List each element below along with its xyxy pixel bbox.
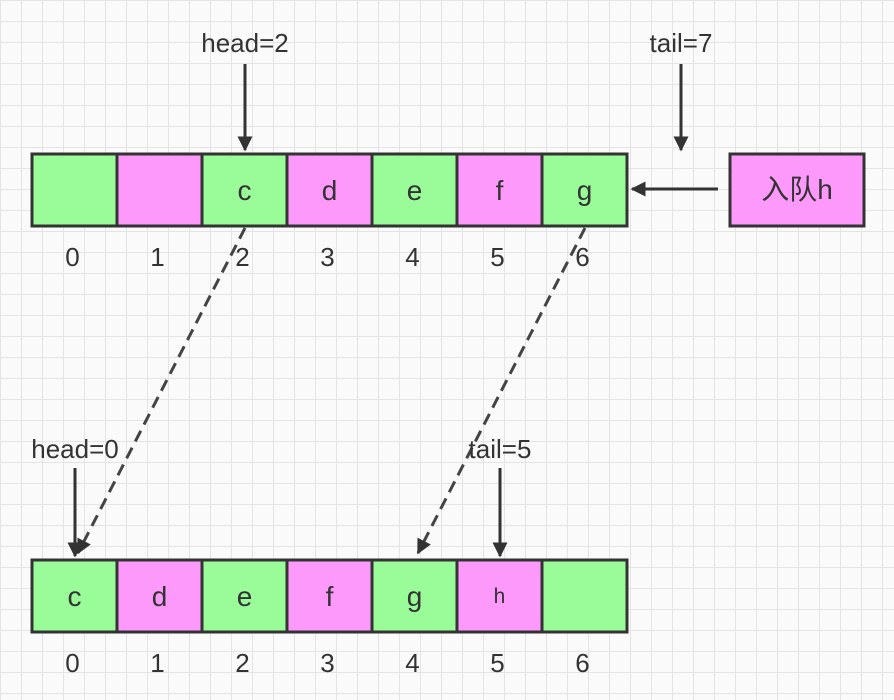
bottom-cell-value-0: c bbox=[68, 581, 82, 612]
bottom-index-4: 4 bbox=[405, 648, 419, 678]
top-index-5: 5 bbox=[490, 242, 504, 272]
copy-arrow-g bbox=[416, 227, 587, 555]
enqueue-label: 入队h bbox=[761, 174, 833, 205]
copy-arrow-c bbox=[76, 227, 247, 555]
top-head-label: head=2 bbox=[201, 28, 288, 58]
bottom-index-0: 0 bbox=[65, 648, 79, 678]
bottom-array: c 0 d 1 e 2 f 3 g 4 h 5 6 bbox=[30, 558, 629, 678]
bottom-index-6: 6 bbox=[575, 648, 589, 678]
bottom-cell-value-4: g bbox=[407, 581, 423, 612]
bottom-cell-1 bbox=[115, 558, 204, 634]
bottom-cell-2 bbox=[200, 558, 289, 634]
top-array: 0 1 c 2 d 3 e 4 f 5 g 6 bbox=[30, 152, 629, 272]
bottom-tail-label: tail=5 bbox=[469, 434, 532, 464]
bottom-cell-value-2: e bbox=[237, 581, 253, 612]
bottom-index-3: 3 bbox=[320, 648, 334, 678]
top-cell-3 bbox=[285, 152, 374, 228]
bottom-index-2: 2 bbox=[235, 648, 249, 678]
top-index-2: 2 bbox=[235, 242, 249, 272]
bottom-cell-value-1: d bbox=[152, 581, 168, 612]
bottom-cell-0 bbox=[30, 558, 119, 634]
top-cell-4 bbox=[370, 152, 459, 228]
top-tail-label: tail=7 bbox=[650, 28, 713, 58]
top-cell-value-5: f bbox=[496, 175, 504, 206]
top-index-3: 3 bbox=[320, 242, 334, 272]
top-index-0: 0 bbox=[65, 242, 79, 272]
bottom-cell-4 bbox=[370, 558, 459, 634]
bottom-cell-value-3: f bbox=[326, 581, 334, 612]
top-cell-0 bbox=[30, 152, 119, 228]
bottom-index-5: 5 bbox=[490, 648, 504, 678]
enqueue-box bbox=[728, 152, 866, 228]
top-index-6: 6 bbox=[575, 242, 589, 272]
top-index-4: 4 bbox=[405, 242, 419, 272]
top-cell-value-3: d bbox=[322, 175, 338, 206]
top-index-1: 1 bbox=[150, 242, 164, 272]
bottom-cell-value-5: h bbox=[494, 585, 506, 608]
top-cell-1 bbox=[115, 152, 204, 228]
top-cell-value-2: c bbox=[238, 175, 252, 206]
top-cell-6 bbox=[540, 152, 629, 228]
bottom-head-label: head=0 bbox=[31, 434, 118, 464]
top-cell-value-6: g bbox=[577, 175, 593, 206]
top-cell-2 bbox=[200, 152, 289, 228]
top-cell-value-4: e bbox=[407, 175, 423, 206]
bottom-cell-6 bbox=[540, 558, 629, 634]
bottom-cell-3 bbox=[285, 558, 374, 634]
bottom-index-1: 1 bbox=[150, 648, 164, 678]
